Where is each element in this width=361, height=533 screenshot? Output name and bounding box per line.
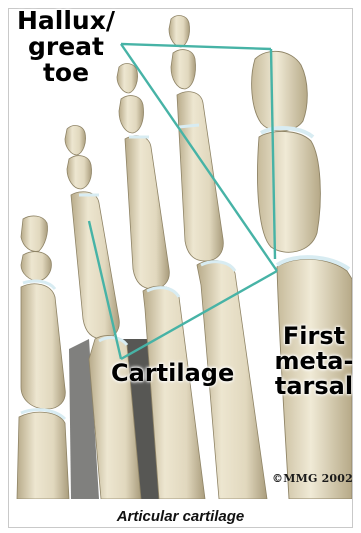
cartilage-label: Cartilage	[111, 361, 234, 386]
great-toe-bones	[252, 51, 352, 499]
copyright-notice: ©MMG 2002	[272, 472, 353, 485]
fifth-toe-bones	[17, 216, 69, 499]
figure-caption: Articular cartilage	[9, 508, 352, 525]
hallux-label: Hallux/ great toe	[6, 8, 126, 86]
first-metatarsal-label: First meta- tarsal	[270, 324, 358, 399]
